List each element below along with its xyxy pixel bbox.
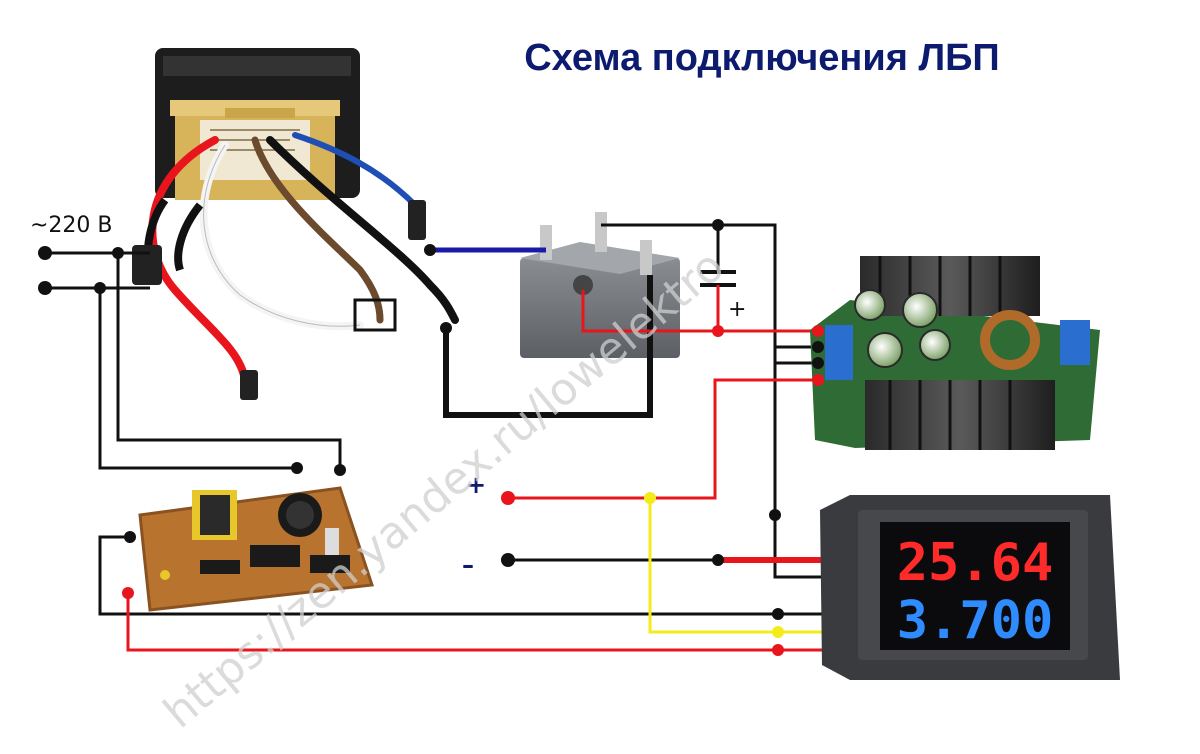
filter-capacitor (700, 225, 736, 330)
mains-terminal-n (38, 281, 52, 295)
mains-terminal-l (38, 246, 52, 260)
transformer-wire-black (266, 136, 459, 324)
output-minus-terminal (501, 553, 515, 567)
volt-ammeter-display (820, 495, 1120, 680)
auxiliary-psu-board (138, 486, 375, 612)
blue-wire-terminal (408, 200, 426, 240)
mains-terminal (132, 245, 162, 285)
transformer (155, 48, 360, 200)
output-minus-label: – (462, 551, 474, 579)
transformer-wire-red (148, 136, 249, 384)
capacitor-plus-label: + (728, 297, 746, 322)
diode-bridge (520, 212, 680, 358)
mains-voltage-label: ~220 В (30, 213, 113, 238)
buck-converter-module (810, 256, 1100, 450)
voltmeter-reading-blue: 3.700 (897, 591, 1054, 651)
diagram-title: Схема подключения ЛБП (524, 37, 1000, 79)
red-wire-terminal (240, 370, 258, 400)
transformer-wire-blue (292, 132, 418, 208)
voltmeter-reading-red: 25.64 (897, 533, 1054, 593)
watermark: https://zen.yandex.ru/lowelektro (154, 240, 734, 738)
output-plus-label: + (466, 471, 486, 499)
output-plus-terminal (501, 491, 515, 505)
